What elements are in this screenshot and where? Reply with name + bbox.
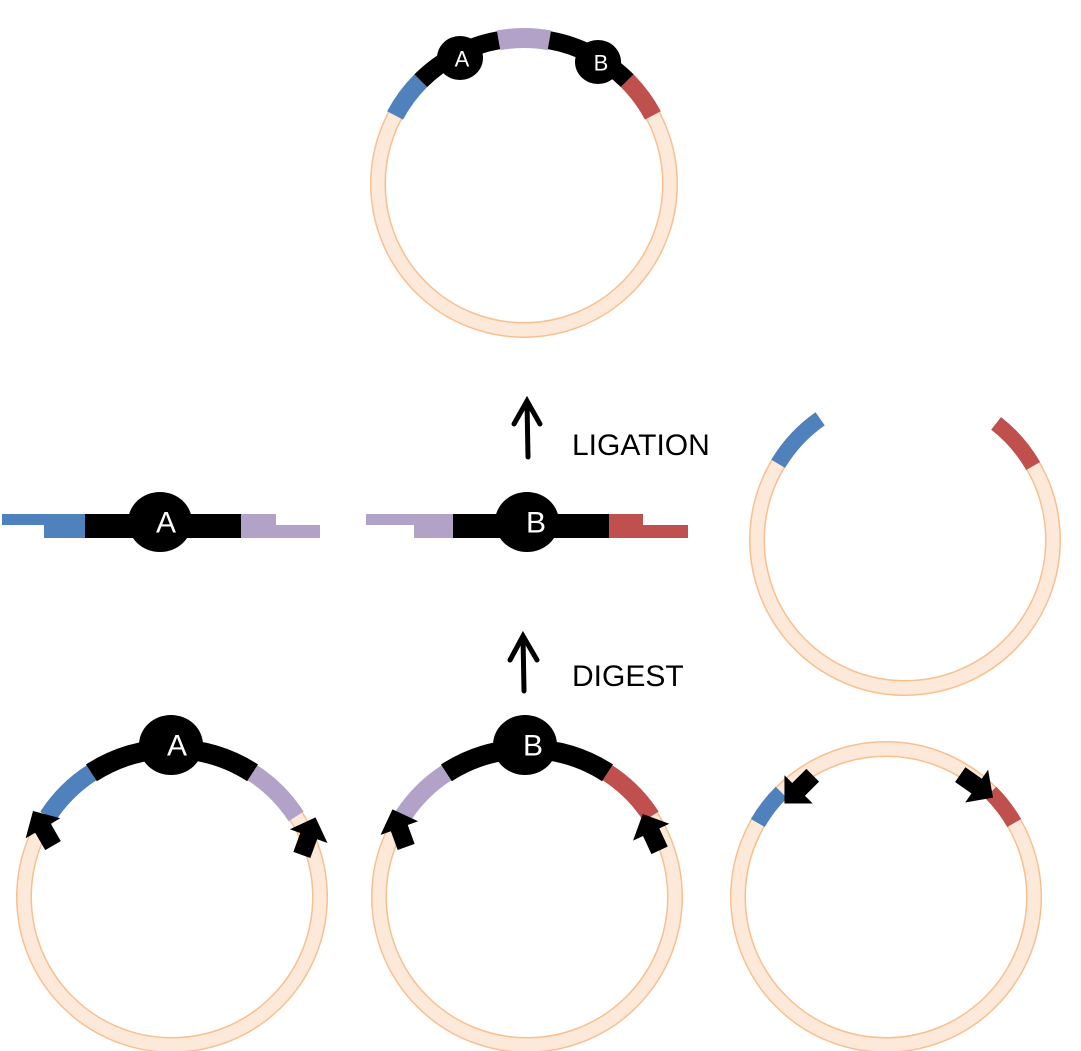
blue-segment [771, 412, 825, 469]
ligation-label: LIGATION [572, 429, 710, 462]
cut-site-arrow-icon [25, 810, 61, 851]
cut-site-arrow-icon [784, 768, 820, 804]
up-arrow-icon [507, 630, 540, 694]
purple-segment [496, 28, 552, 51]
purple-segment [395, 765, 452, 822]
label-b: B [594, 51, 609, 76]
label-a: A [167, 730, 187, 763]
cut-site-arrow-icon [633, 814, 670, 855]
arrow-shape [633, 814, 670, 855]
red-segment [991, 417, 1041, 471]
arrow-shape [289, 817, 328, 858]
blue-segment [387, 74, 428, 120]
site-badge [437, 36, 483, 80]
purple-segment [247, 765, 304, 822]
red-segment [620, 74, 661, 120]
blue-segment [40, 765, 97, 822]
up-arrow-icon [511, 395, 543, 460]
plasmid-ring [750, 413, 1060, 695]
cut-site-arrow-icon [955, 767, 994, 803]
plasmid-ring [731, 742, 1041, 1051]
arrow-shape [25, 810, 61, 851]
arrow-shape [380, 809, 419, 850]
fragment-b: B [366, 492, 688, 552]
digest-label: DIGEST [572, 660, 684, 693]
label-a: A [455, 47, 470, 72]
red-segment [602, 765, 659, 822]
label-b: B [526, 507, 546, 540]
site-badge [575, 40, 621, 84]
label-a: A [156, 507, 176, 540]
site-badge [139, 715, 203, 775]
site-badge [493, 715, 557, 775]
label-b: B [523, 730, 543, 763]
arrow-shape [784, 768, 820, 804]
cut-site-arrow-icon [289, 817, 328, 858]
blue-segment [750, 786, 788, 828]
red-segment [984, 786, 1022, 828]
fragment-a: A [2, 492, 320, 552]
arrow-shape [955, 767, 994, 803]
cut-site-arrow-icon [380, 809, 419, 850]
